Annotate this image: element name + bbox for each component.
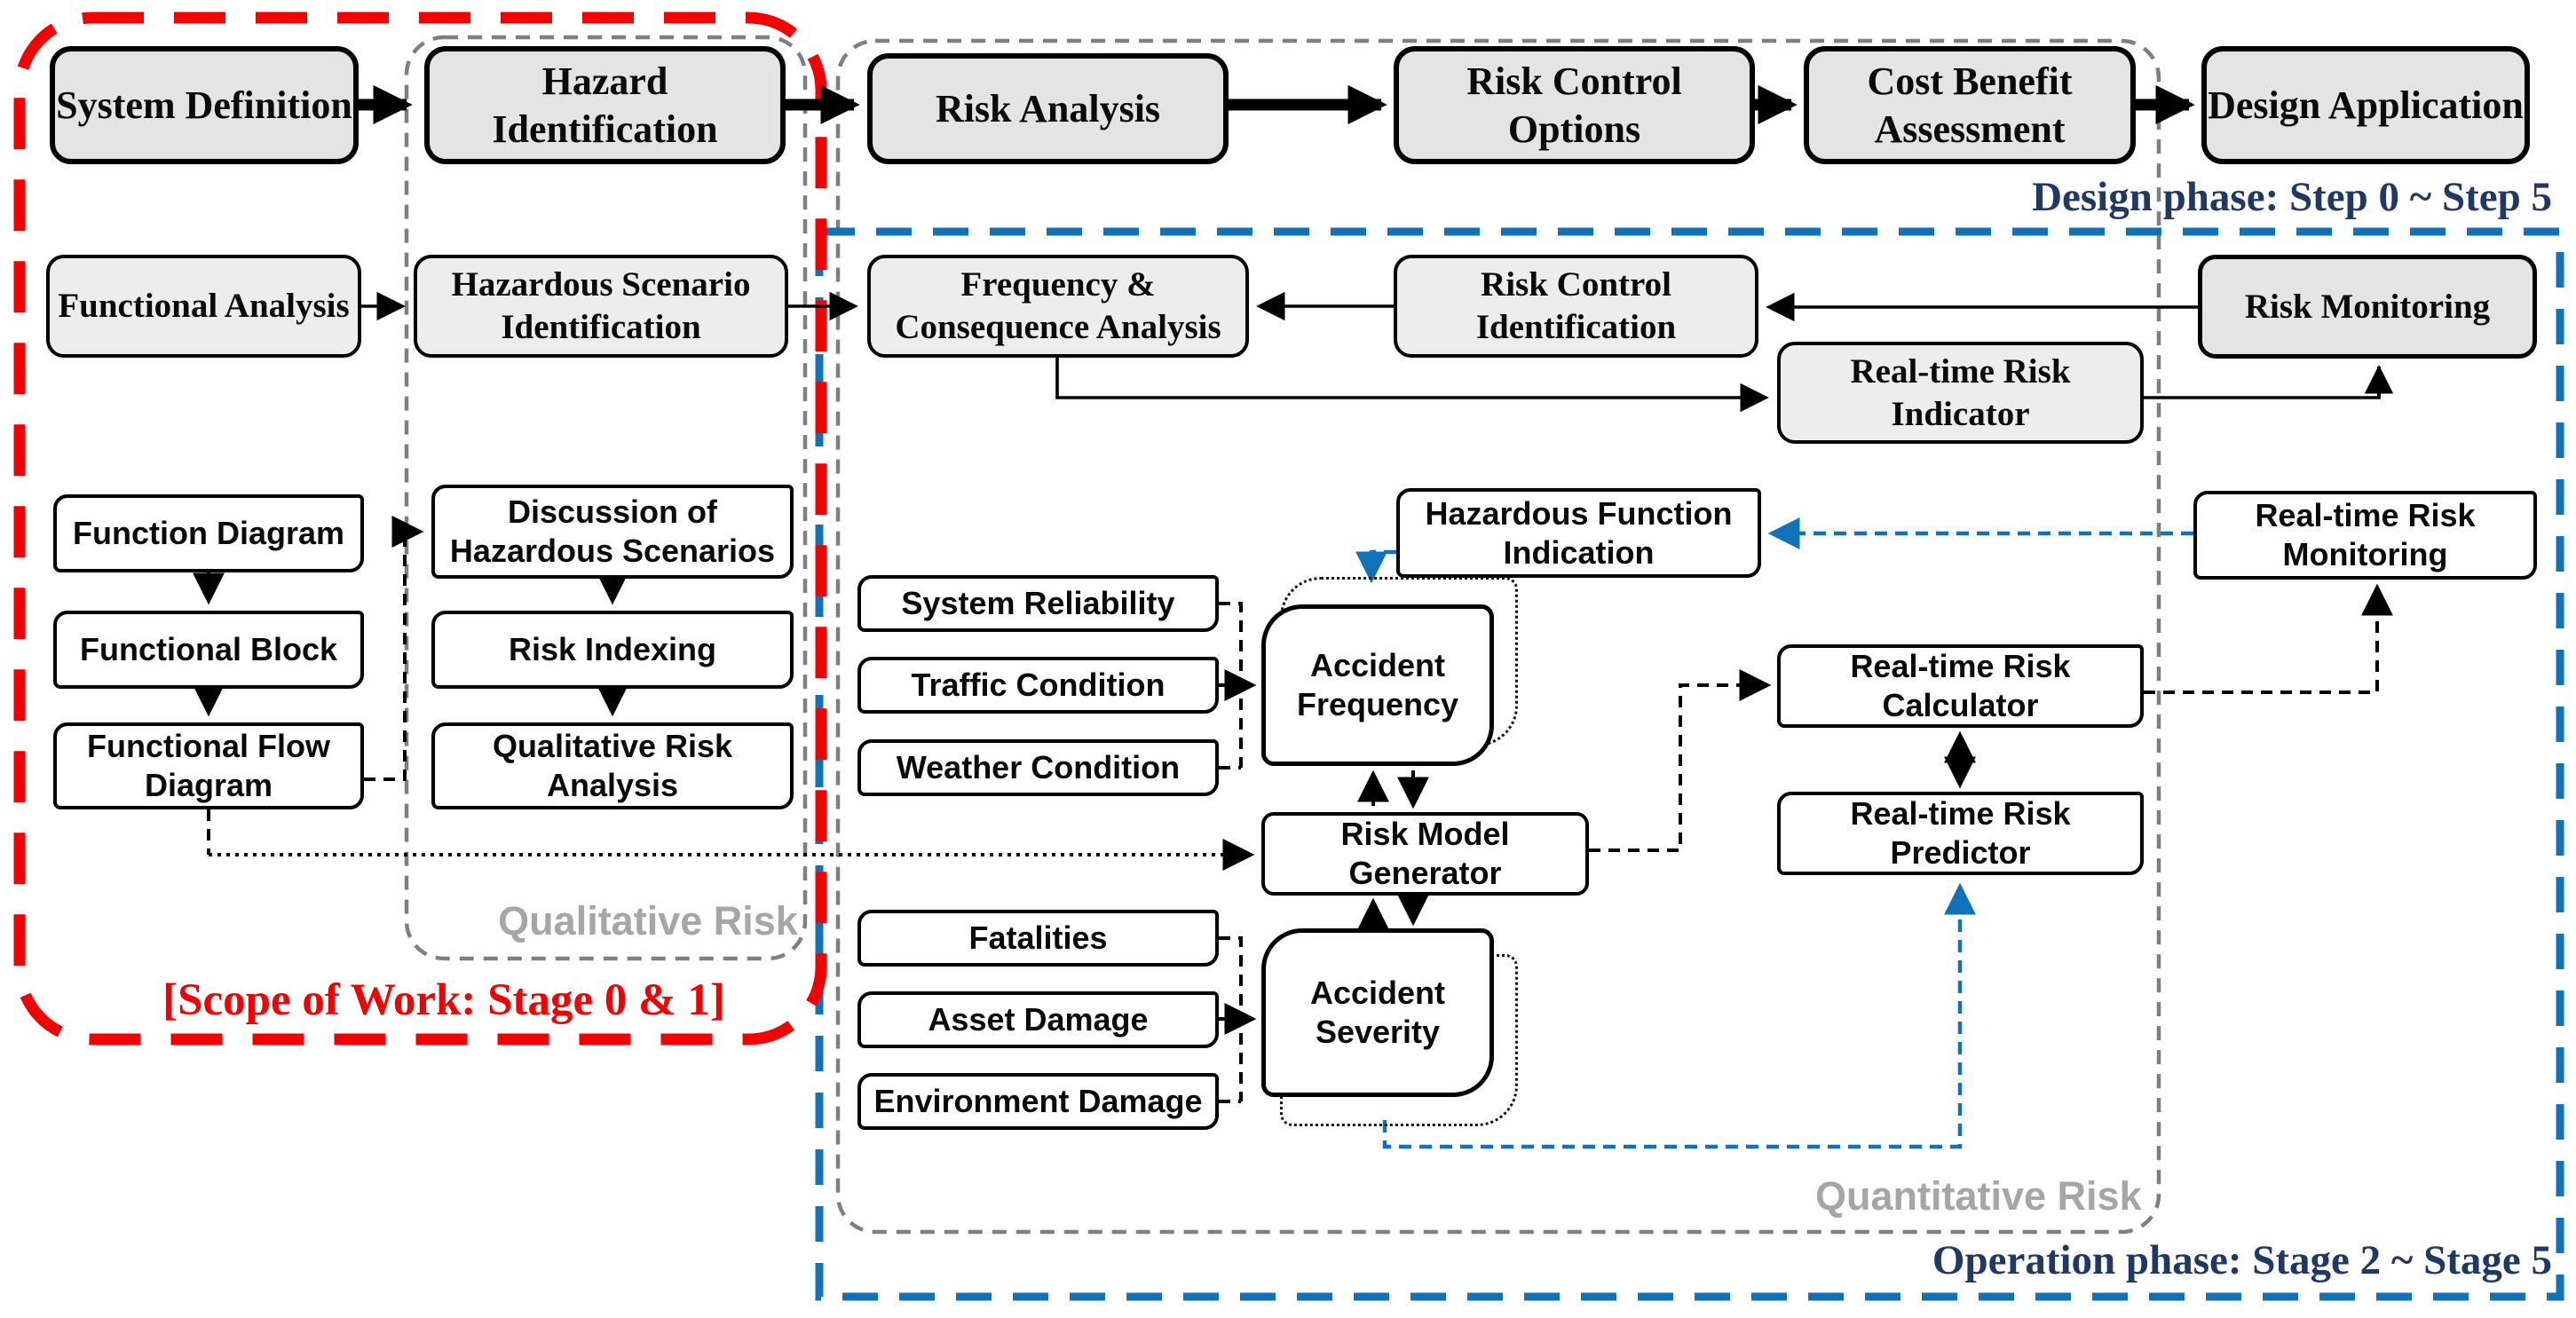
box-risk-model-generator: Risk Model Generator (1261, 812, 1589, 896)
box-cost-benefit-assessment: Cost Benefit Assessment (1804, 46, 2136, 164)
box-weather-condition: Weather Condition (857, 739, 1219, 796)
operation-phase-boundary (815, 227, 2564, 1301)
boundary-rects (13, 12, 2564, 1301)
scope-of-work-boundary (13, 12, 827, 1046)
solid-connectors (361, 291, 2394, 413)
blue-connectors (1355, 517, 2193, 1149)
box-hazardous-scenario-identification: Hazardous Scenario Identification (414, 255, 788, 358)
design-phase-label: Design phase: Step 0 ~ Step 5 (2032, 174, 2552, 220)
qualitative-risk-boundary (404, 35, 808, 961)
box-functional-flow-diagram: Functional Flow Diagram (53, 722, 364, 809)
scope-of-work-label: [Scope of Work: Stage 0 & 1] (162, 975, 725, 1025)
qualitative-risk-label: Qualitative Risk (498, 898, 798, 943)
box-frequency-consequence-analysis: Frequency & Consequence Analysis (867, 255, 1249, 358)
quantitative-risk-label: Quantitative Risk (1815, 1173, 2142, 1219)
box-risk-analysis: Risk Analysis (867, 53, 1229, 164)
box-real-time-risk-monitoring: Real-time Risk Monitoring (2193, 491, 2537, 580)
box-risk-control-options: Risk Control Options (1394, 46, 1755, 164)
box-accident-frequency: Accident Frequency (1261, 604, 1494, 766)
box-hazardous-function-indication: Hazardous Function Indication (1396, 488, 1761, 578)
box-environment-damage: Environment Damage (857, 1073, 1219, 1130)
box-system-reliability: System Reliability (857, 575, 1219, 632)
dashed-connectors (193, 367, 2393, 1103)
box-discussion-of-hazardous-scenarios: Discussion of Hazardous Scenarios (431, 485, 794, 579)
box-qualitative-risk-analysis: Qualitative Risk Analysis (431, 722, 794, 809)
box-accident-severity: Accident Severity (1261, 928, 1494, 1097)
box-functional-analysis: Functional Analysis (46, 255, 361, 358)
box-fatalities: Fatalities (857, 910, 1219, 967)
box-risk-monitoring: Risk Monitoring (2198, 255, 2537, 359)
box-traffic-condition: Traffic Condition (857, 657, 1219, 714)
box-design-application: Design Application (2201, 46, 2530, 164)
design-quantitative-boundary (835, 38, 2161, 1235)
box-real-time-risk-predictor: Real-time Risk Predictor (1777, 792, 2144, 875)
box-system-definition: System Definition (50, 46, 359, 164)
box-real-time-risk-calculator: Real-time Risk Calculator (1777, 644, 2144, 728)
box-risk-indexing: Risk Indexing (431, 611, 794, 689)
box-hazard-identification: Hazard Identification (424, 46, 786, 164)
box-risk-control-identification: Risk Control Identification (1394, 255, 1758, 358)
box-real-time-risk-indicator: Real-time Risk Indicator (1777, 342, 2144, 444)
box-functional-block: Functional Block (53, 611, 364, 689)
operation-phase-label: Operation phase: Stage 2 ~ Stage 5 (1932, 1237, 2552, 1283)
box-function-diagram: Function Diagram (53, 494, 364, 572)
box-asset-damage: Asset Damage (857, 991, 1219, 1048)
